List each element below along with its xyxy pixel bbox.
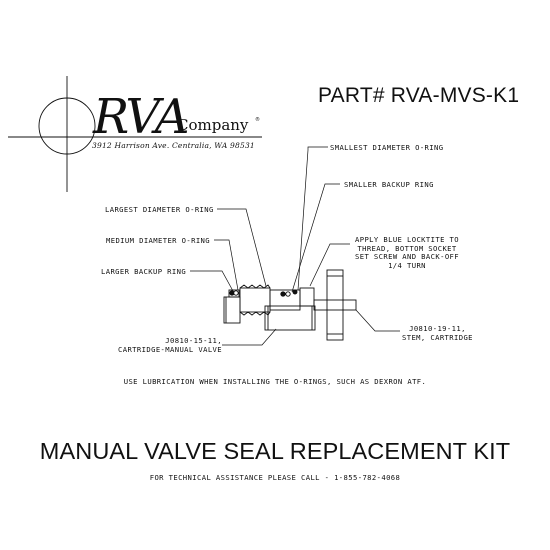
callout-medium-diameter-oring: MEDIUM DIAMETER O-RING [106,236,210,245]
callout-locktite-instructions: APPLY BLUE LOCKTITE TO THREAD, BOTTOM SO… [355,235,459,270]
kit-title: MANUAL VALVE SEAL REPLACEMENT KIT [39,438,511,464]
brand-company-text: Company [177,116,249,134]
callout-stem-part: J0810-19-11, STEM, CARTRIDGE [402,324,473,342]
brand-logo-text: RVA [93,89,189,145]
part-number: PART# RVA-MVS-K1 [318,84,520,107]
callout-smallest-diameter-oring: SMALLEST DIAMETER O-RING [330,143,444,152]
callout-cartridge-part: J0810-15-11, CARTRIDGE-MANUAL VALVE [118,336,222,354]
registered-mark: ® [255,117,260,123]
callout-larger-backup-ring: LARGER BACKUP RING [101,267,187,276]
company-address: 3912 Harrison Ave. Centralia, WA 98531 [92,141,255,150]
lubrication-note: USE LUBRICATION WHEN INSTALLING THE O-RI… [123,377,427,386]
technical-assistance-note: FOR TECHNICAL ASSISTANCE PLEASE CALL - 1… [149,473,401,482]
callout-smaller-backup-ring: SMALLER BACKUP RING [344,180,434,189]
callout-largest-diameter-oring: LARGEST DIAMETER O-RING [105,205,214,214]
